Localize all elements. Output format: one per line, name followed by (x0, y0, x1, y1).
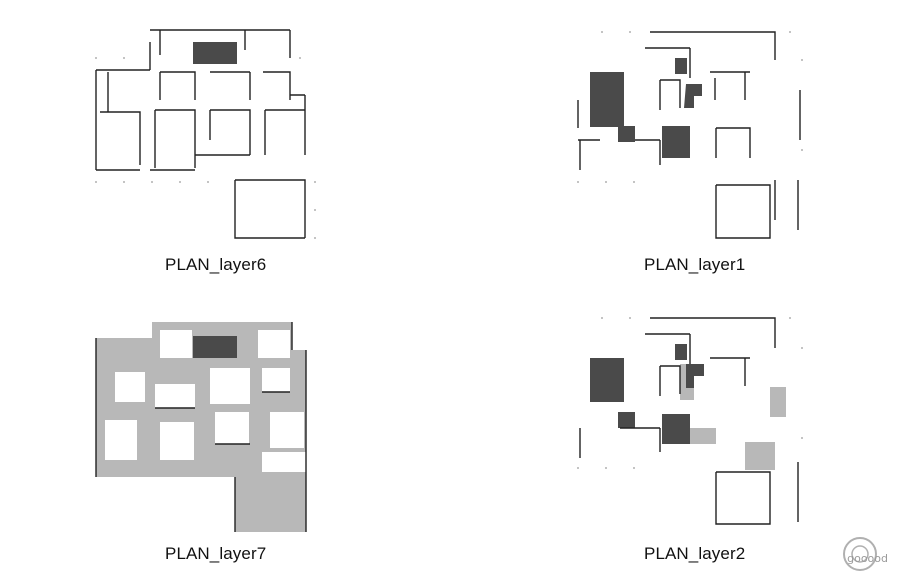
plan-drawing-layer6 (95, 29, 316, 239)
plan-drawing-layer2 (577, 317, 803, 525)
watermark-text: gooood (847, 552, 888, 565)
plan-panel-layer6: PLAN_layer6 (0, 0, 450, 292)
panel-caption-layer7: PLAN_layer7 (165, 544, 267, 563)
plan-drawing-layer7 (95, 322, 307, 532)
panel-caption-layer6: PLAN_layer6 (165, 255, 267, 274)
plan-panel-layer1: PLAN_layer1 (450, 0, 900, 292)
panel-caption-layer1: PLAN_layer1 (644, 255, 746, 274)
plan-drawing-layer1 (577, 31, 803, 239)
plan-panel-layer2: PLAN_layer2 (450, 292, 900, 585)
panel-caption-layer2: PLAN_layer2 (644, 544, 746, 563)
plan-panel-layer7: PLAN_layer7 (0, 292, 450, 585)
watermark-logo: gooood (838, 530, 890, 578)
